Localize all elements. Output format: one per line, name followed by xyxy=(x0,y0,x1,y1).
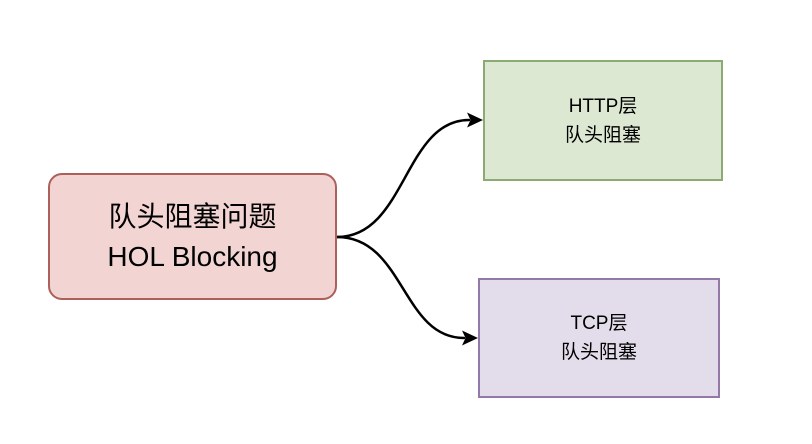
arrow-to-http-head xyxy=(467,112,483,128)
arrow-to-tcp-line xyxy=(335,235,466,340)
node-http-layer-title: HTTP层 xyxy=(568,95,638,117)
node-http-layer: HTTP层 队头阻塞 xyxy=(483,60,723,181)
node-tcp-layer-title: TCP层 xyxy=(570,313,628,334)
arrow-to-tcp-head xyxy=(462,330,478,346)
arrow-to-http xyxy=(335,112,483,239)
node-hol-blocking-label-cn: 队头阻塞问题 xyxy=(108,200,277,232)
node-hol-blocking-label-en: HOL Blocking xyxy=(107,240,278,272)
node-tcp-layer-subtitle: 队头阻塞 xyxy=(560,342,637,363)
node-http-layer-subtitle: 队头阻塞 xyxy=(564,124,641,146)
arrow-to-http-line xyxy=(335,118,471,239)
node-tcp-layer: TCP层 队头阻塞 xyxy=(478,278,720,398)
arrow-to-tcp xyxy=(335,235,478,346)
node-hol-blocking: 队头阻塞问题 HOL Blocking xyxy=(48,173,337,300)
